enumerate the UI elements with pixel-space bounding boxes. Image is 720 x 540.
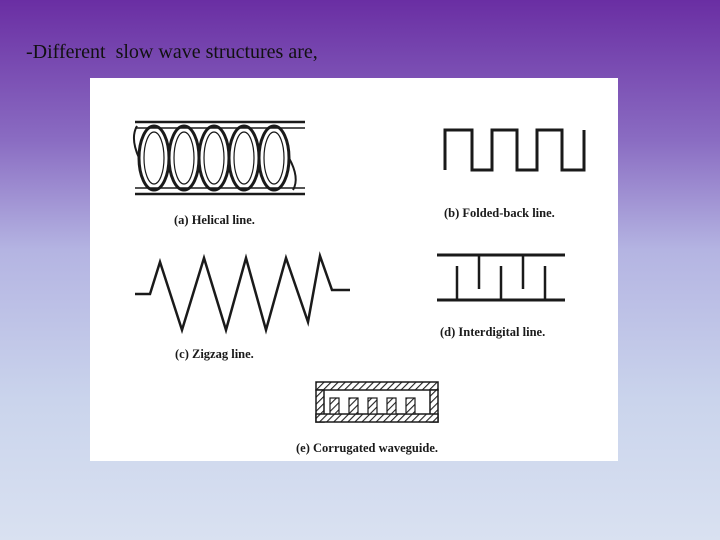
corrugated-waveguide-diagram [315, 381, 439, 423]
caption-interdigital-line: (d) Interdigital line. [440, 325, 545, 339]
caption-folded-back-line: (b) Folded-back line. [444, 206, 555, 220]
caption-corrugated-waveguide: (e) Corrugated waveguide. [296, 441, 438, 455]
figure-panel: (a) Helical line. (b) Folded-back line. … [90, 78, 618, 461]
zigzag-line-diagram [135, 251, 350, 335]
slide-title: -Different slow wave structures are, [26, 41, 318, 63]
slow-wave-structures-figure: (a) Helical line. (b) Folded-back line. … [133, 120, 586, 455]
folded-back-line-diagram [443, 128, 586, 172]
caption-helical-line: (a) Helical line. [174, 213, 255, 227]
interdigital-line-diagram [437, 253, 565, 302]
helical-line-diagram [133, 120, 305, 196]
caption-zigzag-line: (c) Zigzag line. [175, 347, 254, 361]
